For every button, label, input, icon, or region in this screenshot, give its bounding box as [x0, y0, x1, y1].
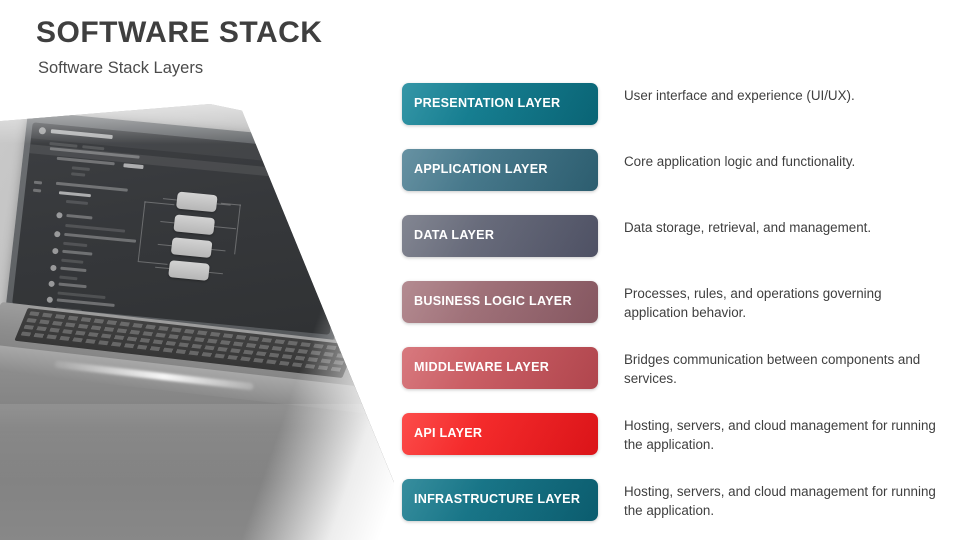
layer-row-business-logic: BUSINESS LOGIC LAYER Processes, rules, a… [402, 281, 942, 347]
header: SOFTWARE STACK Software Stack Layers [36, 16, 322, 79]
diagram-node [168, 260, 210, 281]
desk-reflection [0, 404, 394, 540]
layer-description-data: Data storage, retrieval, and management. [624, 220, 872, 235]
laptop-screen [12, 122, 351, 335]
diagram-connector [216, 203, 231, 206]
diagram-node [173, 214, 216, 236]
diagram-connector [214, 226, 237, 230]
layer-list: PRESENTATION LAYER User interface and ex… [402, 83, 942, 540]
diagram-connector [144, 201, 175, 206]
layer-box-infrastructure[interactable]: INFRASTRUCTURE LAYER [402, 479, 598, 521]
layer-box-api[interactable]: API LAYER [402, 413, 598, 455]
layer-row-api: API LAYER Hosting, servers, and cloud ma… [402, 413, 942, 479]
diagram-connector [211, 249, 226, 252]
layer-box-presentation[interactable]: PRESENTATION LAYER [402, 83, 598, 125]
screen-tree-item [65, 199, 89, 205]
layer-label-middleware: MIDDLEWARE LAYER [414, 360, 550, 375]
diagram-connector [137, 261, 168, 265]
layer-description-api: Hosting, servers, and cloud management f… [624, 418, 936, 453]
layer-row-application: APPLICATION LAYER Core application logic… [402, 149, 942, 215]
screen-panel-header [55, 181, 128, 192]
screen-side-icon [33, 180, 43, 185]
layer-label-data: DATA LAYER [414, 228, 495, 243]
screen-tree-item [60, 266, 87, 273]
layer-label-business-logic: BUSINESS LOGIC LAYER [414, 294, 572, 309]
screen-tree-bullet [46, 296, 54, 304]
layer-description-application: Core application logic and functionality… [624, 154, 856, 169]
layer-row-infrastructure: INFRASTRUCTURE LAYER Hosting, servers, a… [402, 479, 942, 540]
screen-tree-item [62, 249, 93, 256]
laptop-lid [5, 110, 357, 342]
layer-box-middleware[interactable]: MIDDLEWARE LAYER [402, 347, 598, 389]
screen-tree-bullet [56, 212, 63, 219]
layer-label-infrastructure: INFRASTRUCTURE LAYER [414, 492, 581, 507]
layer-label-presentation: PRESENTATION LAYER [414, 96, 561, 111]
page-title: SOFTWARE STACK [36, 16, 323, 49]
diagram-connector [208, 271, 223, 275]
layer-row-data: DATA LAYER Data storage, retrieval, and … [402, 215, 942, 281]
layer-description-presentation: User interface and experience (UI/UX). [624, 88, 855, 103]
layer-row-middleware: MIDDLEWARE LAYER Bridges communication b… [402, 347, 942, 413]
diagram-node [170, 237, 213, 258]
screen-tree-item [57, 291, 106, 300]
screen-tree-item [61, 258, 84, 264]
layer-box-business-logic[interactable]: BUSINESS LOGIC LAYER [402, 281, 598, 323]
layer-description-middleware: Bridges communication between components… [624, 352, 921, 387]
diagram-node [175, 191, 218, 213]
page-subtitle: Software Stack Layers [38, 59, 204, 77]
screen-toolbar-button [123, 163, 144, 170]
screen-tree-item [58, 282, 87, 289]
diagram-connector [157, 243, 172, 247]
layer-box-data[interactable]: DATA LAYER [402, 215, 598, 257]
screen-side-icon [32, 188, 42, 193]
diagram-connector [155, 266, 170, 270]
layer-label-application: APPLICATION LAYER [414, 162, 548, 177]
screen-tree-item [66, 213, 93, 220]
screen-tree-bullet [53, 230, 61, 238]
laptop-photo [0, 104, 394, 540]
diagram-connector [162, 198, 177, 201]
diagram-connector [234, 204, 241, 255]
layer-row-presentation: PRESENTATION LAYER User interface and ex… [402, 83, 942, 149]
diagram-connector [137, 201, 146, 262]
screen-toolbar-text [71, 166, 90, 171]
screen-toolbar-text [71, 172, 86, 177]
screen-tree-item [59, 275, 78, 281]
screen-tree-bullet [52, 247, 59, 255]
screen-tree-bullet [50, 264, 57, 272]
layer-description-business-logic: Processes, rules, and operations governi… [624, 286, 882, 321]
screen-tree-item [63, 241, 88, 248]
photo-background [0, 104, 394, 540]
screen-tree-bullet [48, 280, 55, 288]
screen-tree-item [56, 298, 115, 307]
screen-tree-item [65, 223, 126, 233]
screen-tree-root [58, 191, 92, 198]
diagram-connector [160, 221, 175, 224]
layer-description-infrastructure: Hosting, servers, and cloud management f… [624, 484, 936, 519]
screen-tree-item [64, 232, 137, 243]
layer-box-application[interactable]: APPLICATION LAYER [402, 149, 598, 191]
layer-label-api: API LAYER [414, 426, 483, 441]
